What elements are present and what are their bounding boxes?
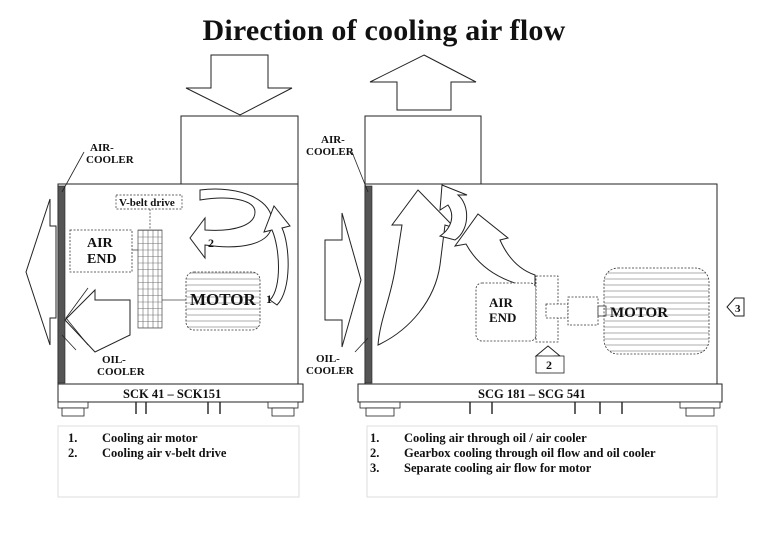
left-flow-2-label: 2 bbox=[208, 236, 214, 250]
left-motor-label: MOTOR bbox=[190, 290, 257, 309]
right-flow-3-label: 3 bbox=[735, 303, 741, 315]
left-flow-1-label: 1 bbox=[266, 292, 272, 306]
legend-item: 1.Cooling air motor bbox=[68, 431, 198, 445]
right-air-cooler-label-1: AIR- bbox=[321, 134, 345, 146]
right-base bbox=[357, 383, 723, 403]
left-air-end-label-2: END bbox=[87, 252, 117, 267]
right-air-end bbox=[475, 282, 537, 342]
right-motor-label: MOTOR bbox=[610, 305, 668, 321]
right-flow-2-label: 2 bbox=[546, 358, 552, 372]
right-coupling bbox=[567, 296, 599, 326]
left-top-housing bbox=[180, 115, 299, 186]
right-legend-box bbox=[366, 425, 718, 498]
diagram-title: Direction of cooling air flow bbox=[202, 14, 566, 47]
legend-item: 2.Gearbox cooling through oil flow and o… bbox=[370, 446, 656, 460]
left-intake-arrow bbox=[185, 54, 293, 116]
right-intake-arrow bbox=[324, 212, 362, 348]
left-air-end-label-1: AIR bbox=[87, 236, 114, 251]
left-base bbox=[57, 383, 304, 403]
right-model-range: SCG 181 – SCG 541 bbox=[478, 387, 586, 401]
left-oil-cooler-label-2: COOLER bbox=[97, 366, 146, 378]
vbelt-drive-label: V-belt drive bbox=[119, 197, 175, 209]
left-air-cooler-label-1: AIR- bbox=[90, 142, 114, 154]
right-gearbox-flow-arrow bbox=[453, 213, 536, 289]
legend-item: 1.Cooling air through oil / air cooler bbox=[370, 431, 587, 445]
legend-item: 2.Cooling air v-belt drive bbox=[68, 446, 227, 460]
left-legend: 1.Cooling air motor 2.Cooling air v-belt… bbox=[68, 431, 226, 461]
left-air-cooler-label-2: COOLER bbox=[86, 154, 135, 166]
right-cooler-plate bbox=[364, 185, 373, 384]
left-vbelt-pulley bbox=[137, 229, 163, 329]
left-unit: V-belt drive AIR- COOLER AIR END MOTOR 1… bbox=[25, 54, 304, 498]
right-air-cooler-label-2: COOLER bbox=[306, 146, 355, 158]
right-unit: AIR- COOLER AIR END MOTOR 2 3 OIL- COOLE… bbox=[306, 54, 745, 498]
left-model-range: SCK 41 – SCK151 bbox=[123, 387, 221, 401]
left-cooler-plate bbox=[57, 185, 66, 384]
right-oil-cooler-label-2: COOLER bbox=[306, 365, 355, 377]
left-motor bbox=[185, 271, 261, 331]
right-air-end-label-1: AIR bbox=[489, 295, 513, 310]
left-exhaust-arrow bbox=[25, 198, 57, 346]
right-oil-cooler-label-1: OIL- bbox=[316, 353, 340, 365]
legend-item: 3.Separate cooling air flow for motor bbox=[370, 461, 592, 475]
left-legend-box bbox=[57, 425, 300, 498]
right-top-housing bbox=[364, 115, 482, 186]
right-flow-arrow-3 bbox=[726, 297, 745, 317]
right-exhaust-arrow bbox=[369, 54, 477, 111]
left-flow-arrow-1 bbox=[263, 205, 291, 306]
left-air-end bbox=[69, 229, 133, 273]
right-motor bbox=[603, 267, 710, 355]
right-air-end-label-2: END bbox=[489, 310, 516, 325]
left-flow-arrow-2 bbox=[189, 188, 273, 260]
right-legend: 1.Cooling air through oil / air cooler 2… bbox=[370, 431, 656, 476]
left-oil-cooler-label-1: OIL- bbox=[102, 354, 126, 366]
